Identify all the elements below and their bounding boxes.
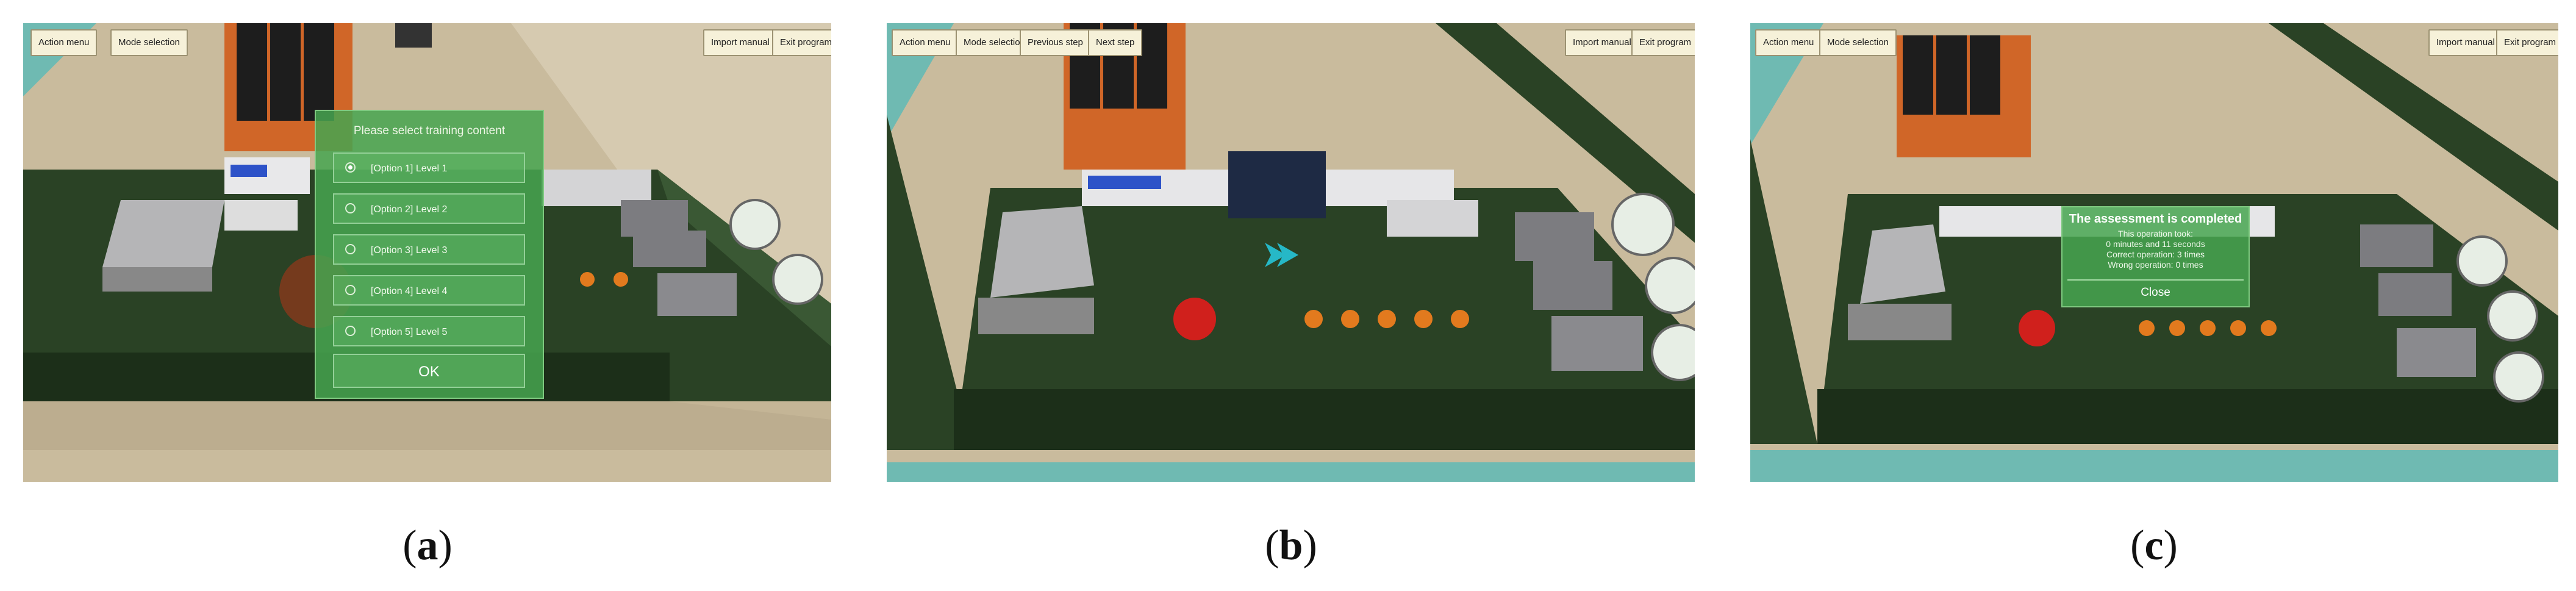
cursor-arrow-icon xyxy=(1265,243,1298,267)
result-title: The assessment is completed xyxy=(2069,212,2242,226)
action-menu-button[interactable]: Action menu xyxy=(892,29,959,56)
option-level-5[interactable]: [Option 5] Level 5 xyxy=(333,316,525,346)
power-supply-icon xyxy=(1848,224,1952,340)
contactor-stack-icon xyxy=(224,23,432,151)
import-manual-button[interactable]: Import manual xyxy=(2428,29,2503,56)
contactor-stack-icon xyxy=(1897,35,2031,157)
panel-c-screenshot: Action menu Mode selection Import manual… xyxy=(1750,23,2558,482)
result-line: Wrong operation: 0 times xyxy=(2108,260,2203,270)
caption-a: (a) xyxy=(402,522,453,569)
mode-selection-button[interactable]: Mode selection xyxy=(1819,29,1897,56)
exit-program-button[interactable]: Exit program xyxy=(1631,29,1695,56)
panel-b-screenshot: Action menu Mode selection Previous step… xyxy=(887,23,1695,482)
assessment-result-dialog: The assessment is completed This operati… xyxy=(2061,206,2250,307)
rotary-knob-icon xyxy=(1304,310,1469,328)
radio-icon xyxy=(345,285,356,295)
option-label: [Option 5] Level 5 xyxy=(371,327,448,337)
option-level-1[interactable]: [Option 1] Level 1 xyxy=(333,152,525,183)
radio-icon xyxy=(345,244,356,254)
option-label: [Option 3] Level 3 xyxy=(371,245,448,256)
option-level-4[interactable]: [Option 4] Level 4 xyxy=(333,275,525,306)
option-label: [Option 1] Level 1 xyxy=(371,163,448,174)
mode-selection-button[interactable]: Mode selection xyxy=(110,29,188,56)
action-menu-button[interactable]: Action menu xyxy=(1755,29,1822,56)
radio-icon xyxy=(345,203,356,213)
radio-selected-icon xyxy=(345,162,356,173)
result-line: 0 minutes and 11 seconds xyxy=(2106,239,2205,249)
import-manual-button[interactable]: Import manual xyxy=(703,29,778,56)
control-board xyxy=(954,188,1695,450)
action-menu-button[interactable]: Action menu xyxy=(30,29,98,56)
import-manual-button[interactable]: Import manual xyxy=(1565,29,1639,56)
training-content-dialog: Please select training content [Option 1… xyxy=(315,110,544,399)
power-supply-icon xyxy=(978,206,1094,334)
caption-b: (b) xyxy=(1265,522,1317,569)
option-label: [Option 2] Level 2 xyxy=(371,204,448,215)
exit-program-button[interactable]: Exit program xyxy=(2496,29,2558,56)
gauge-icon xyxy=(729,199,823,305)
panel-a-screenshot: Action menu Mode selection Import manual… xyxy=(23,23,831,482)
dialog-title: Please select training content xyxy=(353,124,506,137)
gauge-icon xyxy=(2456,235,2544,403)
next-step-button[interactable]: Next step xyxy=(1088,29,1143,56)
caption-c: (c) xyxy=(2130,522,2178,569)
rotary-knob-icon xyxy=(580,272,628,287)
emergency-stop-icon xyxy=(1173,298,1216,340)
emergency-stop-icon xyxy=(2019,310,2055,346)
option-level-3[interactable]: [Option 3] Level 3 xyxy=(333,234,525,265)
close-button[interactable]: Close xyxy=(2067,279,2244,305)
ok-button[interactable]: OK xyxy=(333,354,525,388)
result-line: This operation took: xyxy=(2118,229,2193,238)
previous-step-button[interactable]: Previous step xyxy=(1020,29,1091,56)
result-line: Correct operation: 3 times xyxy=(2106,249,2205,259)
gauge-icon xyxy=(1611,193,1695,381)
contactor-icon xyxy=(1228,151,1326,218)
exit-program-button[interactable]: Exit program xyxy=(772,29,831,56)
radio-icon xyxy=(345,326,356,336)
power-supply-icon xyxy=(102,200,224,292)
workbench-scene xyxy=(887,23,1695,482)
option-label: [Option 4] Level 4 xyxy=(371,286,448,296)
option-level-2[interactable]: [Option 2] Level 2 xyxy=(333,193,525,224)
rotary-knob-icon xyxy=(2139,320,2277,336)
